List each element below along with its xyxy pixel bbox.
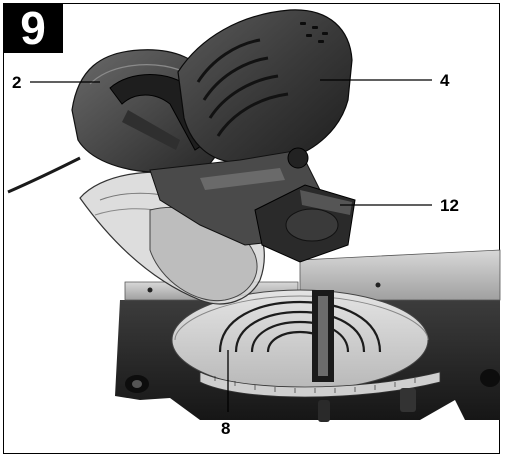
power-cord (7, 156, 81, 194)
motor-housing (177, 9, 353, 163)
base-mount-hole (480, 369, 500, 387)
callout-label: 12 (440, 196, 459, 215)
figure-number-badge: 9 (3, 3, 63, 53)
saw-table (171, 289, 429, 391)
fence-right (299, 249, 501, 301)
callout-label: 4 (440, 71, 450, 90)
arm-pivot (287, 147, 309, 169)
lock-knob (318, 400, 330, 422)
detent-lever (400, 388, 416, 412)
leader-lines (30, 79, 432, 412)
callout-label: 8 (221, 419, 231, 438)
miter-scale (199, 371, 441, 398)
callout-label: 2 (12, 73, 22, 92)
